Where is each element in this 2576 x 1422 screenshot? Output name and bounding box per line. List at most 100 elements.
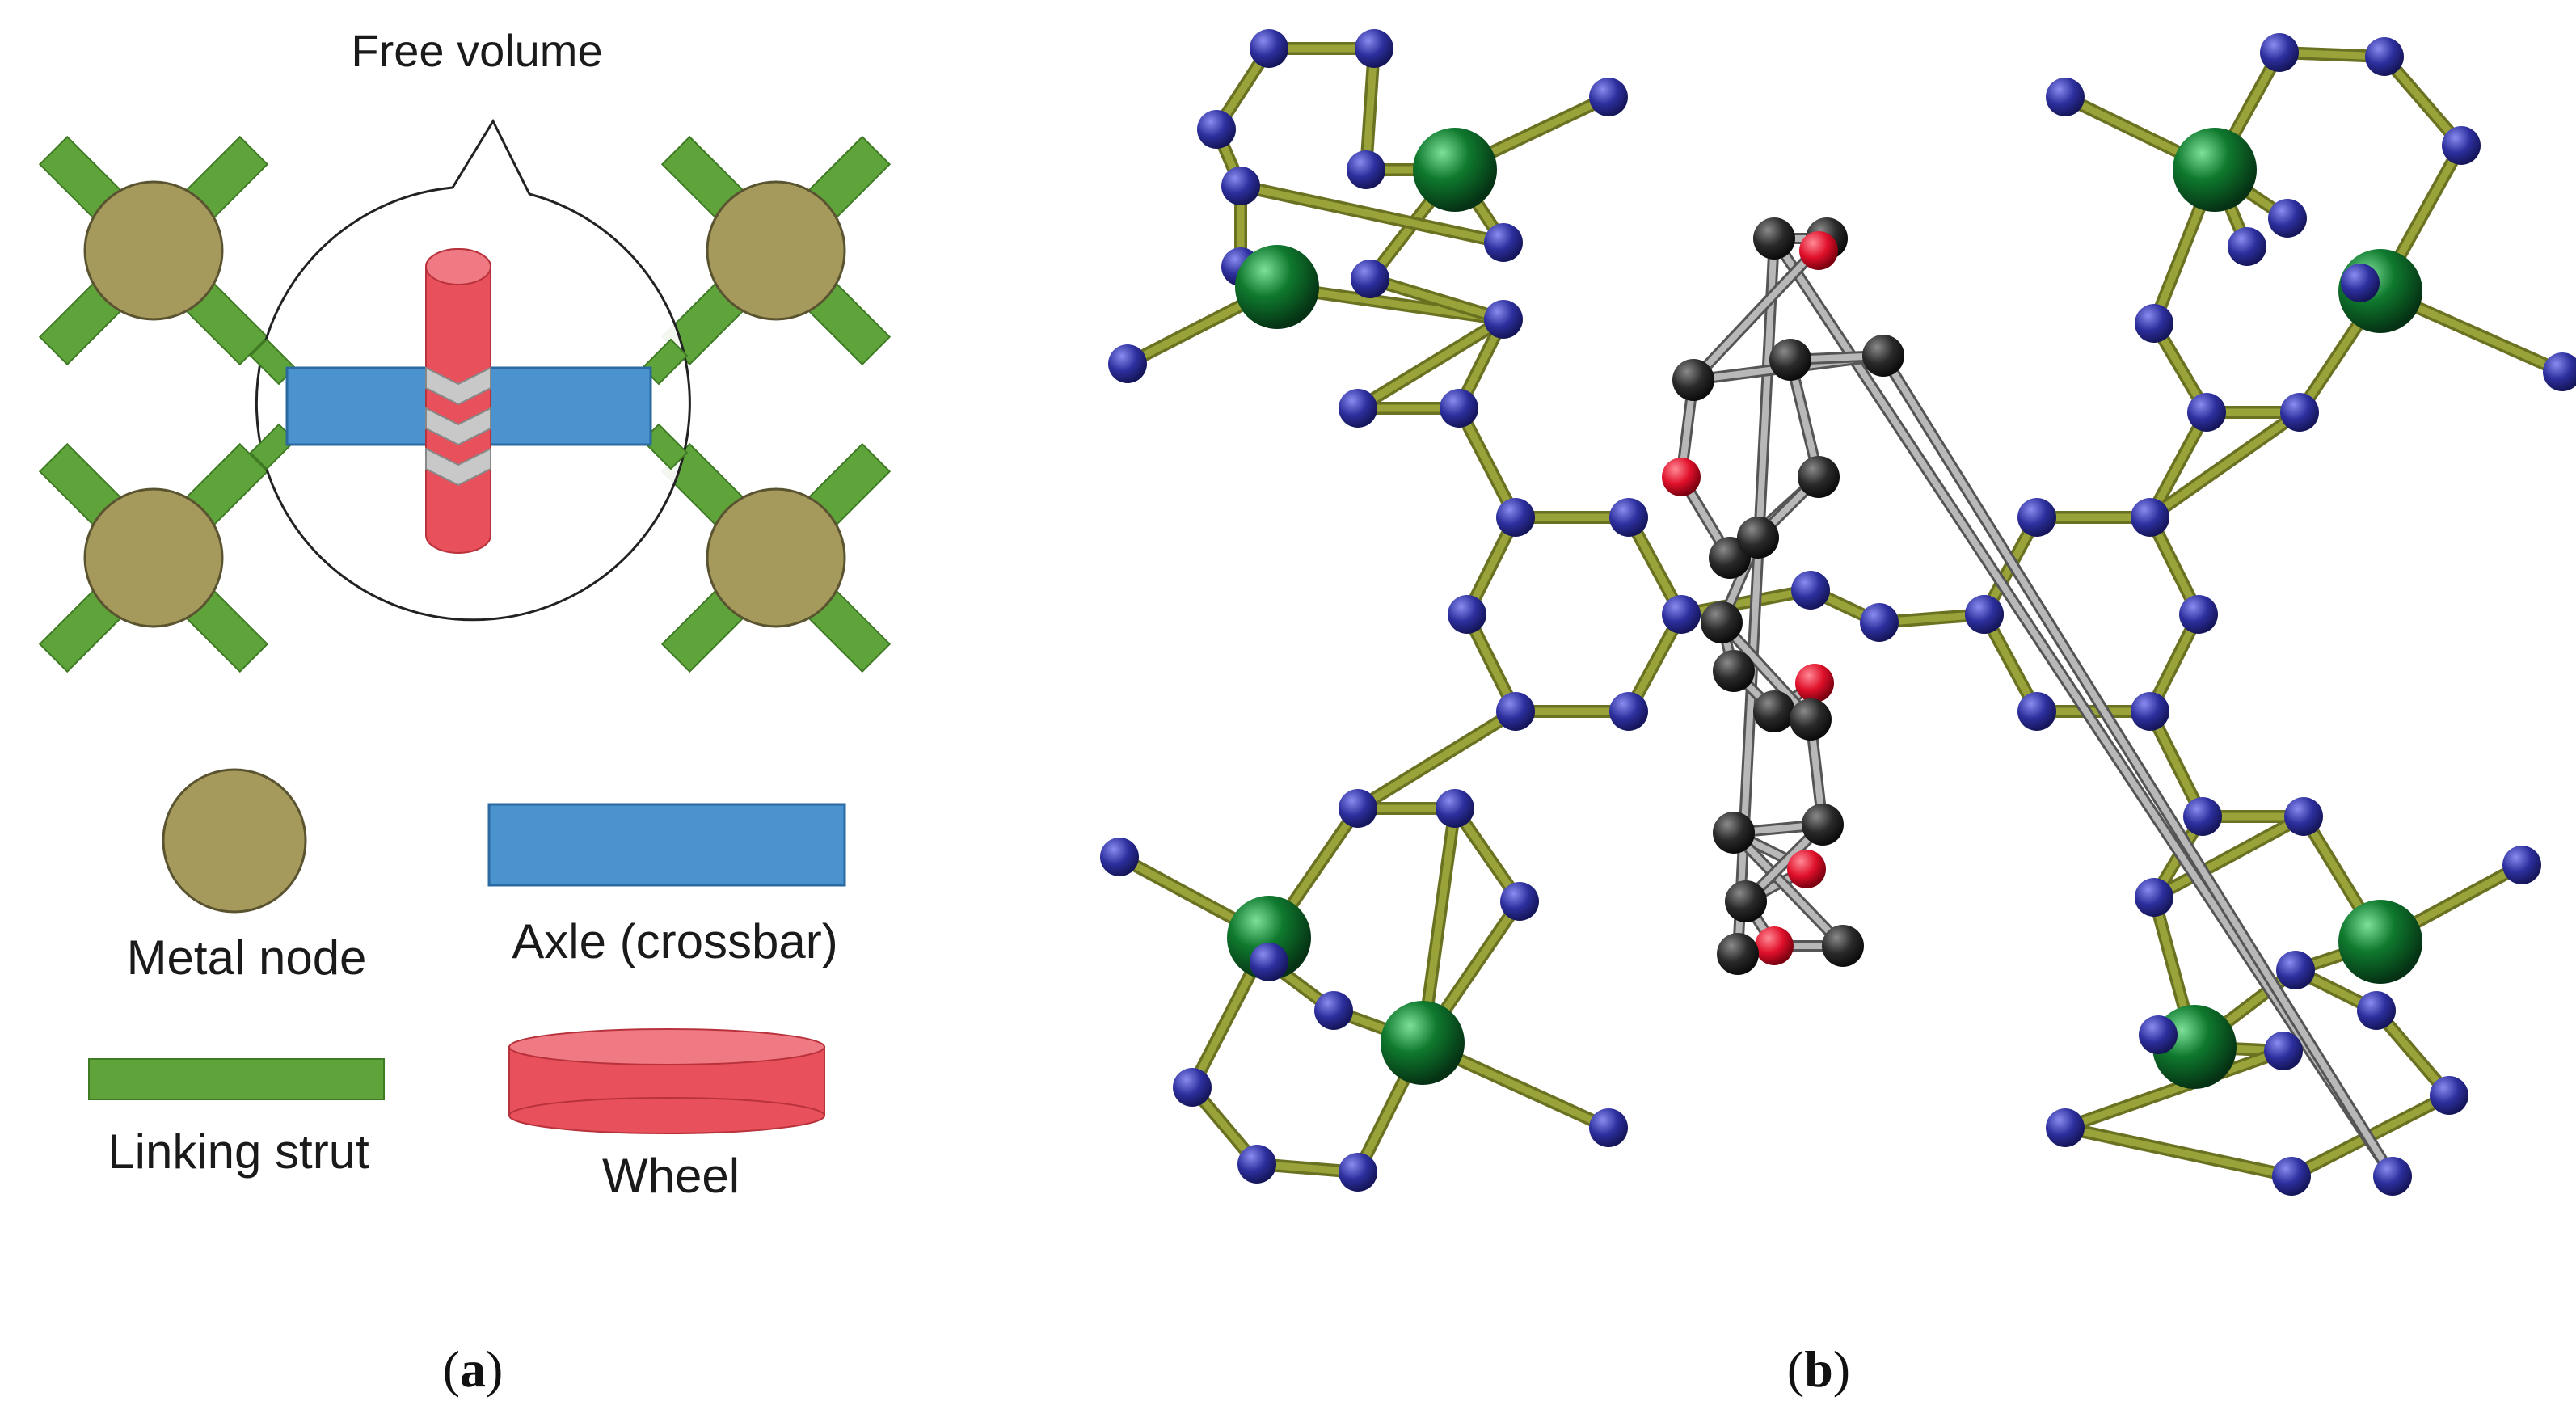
axle-right xyxy=(483,366,652,446)
nitrogen-atom xyxy=(2502,846,2541,884)
metal-atom xyxy=(1227,896,1311,980)
panel-b-label: (b) xyxy=(1787,1340,1850,1398)
carbon-atom xyxy=(1737,517,1779,559)
nitrogen-atom xyxy=(2280,393,2319,432)
nitrogen-atom xyxy=(2135,304,2173,343)
nitrogen-atom xyxy=(2373,1157,2412,1196)
nitrogen-atom xyxy=(2046,78,2085,116)
legend: Metal node Axle (crossbar) Linking strut… xyxy=(88,768,846,1203)
framework-bond xyxy=(1354,707,1520,812)
carbon-atom xyxy=(1798,456,1840,498)
framework-bond xyxy=(2146,408,2304,521)
nitrogen-atom xyxy=(1108,344,1147,383)
framework-bond xyxy=(2146,707,2207,821)
nitrogen-atom xyxy=(1250,29,1288,68)
framework-bond xyxy=(1237,182,1507,247)
nitrogen-atom xyxy=(2135,878,2173,917)
nitrogen-atom xyxy=(1860,603,1899,642)
oxygen-atom xyxy=(1795,664,1834,703)
nitrogen-atom xyxy=(1484,223,1523,262)
oxygen-atom xyxy=(1787,850,1826,888)
nitrogen-atom xyxy=(1662,595,1701,634)
nitrogen-atom xyxy=(1609,692,1648,731)
nitrogen-atom xyxy=(2430,1076,2468,1115)
metal-atom xyxy=(1381,1001,1465,1085)
nitrogen-atom xyxy=(2260,33,2299,72)
strut-inner xyxy=(249,423,297,470)
nitrogen-atom xyxy=(1250,943,1288,981)
framework-bond xyxy=(1677,586,1815,618)
nitrogen-atom xyxy=(2017,498,2056,537)
nitrogen-atom xyxy=(1589,1108,1628,1147)
rotor-bond xyxy=(1718,619,1814,723)
oxygen-atom xyxy=(1799,231,1838,270)
framework-bond xyxy=(2146,408,2211,521)
nitrogen-atom xyxy=(2131,692,2169,731)
legend-metal-node-swatch xyxy=(162,768,307,914)
nitrogen-atom xyxy=(1355,29,1393,68)
carbon-atom xyxy=(1725,880,1767,922)
nitrogen-atom xyxy=(1221,167,1260,205)
legend-wheel-swatch xyxy=(508,1028,825,1134)
nitrogen-atom xyxy=(1440,389,1478,428)
nitrogen-atom xyxy=(2365,37,2404,76)
legend-axle-label: Axle (crossbar) xyxy=(512,914,837,968)
nitrogen-atom xyxy=(1173,1068,1212,1107)
framework-bond xyxy=(1362,44,1378,174)
nitrogen-atom xyxy=(1496,692,1535,731)
nitrogen-atom xyxy=(1339,389,1377,428)
rotor-bond xyxy=(1880,352,2396,1179)
carbon-atom xyxy=(1790,698,1832,741)
metal-node xyxy=(706,180,846,321)
rotor-bond xyxy=(1731,829,1846,949)
framework-bond xyxy=(1354,315,1507,412)
strut-inner xyxy=(249,338,297,386)
nitrogen-atom xyxy=(1339,1153,1377,1192)
nitrogen-atom xyxy=(1347,150,1385,189)
nitrogen-atom xyxy=(1448,595,1486,634)
framework-bond xyxy=(2380,53,2465,150)
nitrogen-atom xyxy=(1197,110,1236,149)
chevron-icon xyxy=(425,366,491,406)
metal-node xyxy=(706,487,846,628)
nitrogen-atom xyxy=(1609,498,1648,537)
metal-atom xyxy=(1235,245,1319,329)
nitrogen-atom xyxy=(1351,260,1389,298)
carbon-atom xyxy=(1701,601,1743,643)
nitrogen-atom xyxy=(2264,1032,2303,1070)
legend-strut-swatch xyxy=(88,1058,385,1100)
carbon-atom xyxy=(1713,650,1755,692)
nitrogen-atom xyxy=(1100,838,1139,876)
carbon-atom xyxy=(1717,933,1759,975)
nitrogen-atom xyxy=(1496,498,1535,537)
nitrogen-atom xyxy=(2131,498,2169,537)
legend-metal-node-label: Metal node xyxy=(127,930,367,985)
nitrogen-atom xyxy=(2442,126,2481,165)
nitrogen-atom xyxy=(2046,1108,2085,1147)
nitrogen-atom xyxy=(1589,78,1628,116)
nitrogen-atom xyxy=(1436,789,1474,828)
axle-left xyxy=(285,366,430,446)
nitrogen-atom xyxy=(1484,300,1523,339)
carbon-atom xyxy=(1713,812,1755,854)
nitrogen-atom xyxy=(1237,1145,1276,1184)
carbon-atom xyxy=(1753,217,1795,260)
nitrogen-atom xyxy=(2228,227,2266,266)
wheel xyxy=(425,248,491,554)
nitrogen-atom xyxy=(1314,991,1353,1030)
nitrogen-atom xyxy=(2179,595,2218,634)
legend-axle-swatch xyxy=(487,803,846,887)
framework-bond xyxy=(2150,812,2308,901)
framework-bond xyxy=(1366,275,1507,323)
nitrogen-atom xyxy=(2284,797,2323,836)
carbon-atom xyxy=(1822,925,1864,967)
metal-node xyxy=(83,487,224,628)
metal-atom xyxy=(1413,128,1497,212)
oxygen-atom xyxy=(1755,926,1794,965)
nitrogen-atom xyxy=(2341,264,2380,302)
nitrogen-atom xyxy=(1965,595,2004,634)
nitrogen-atom xyxy=(2139,1015,2178,1054)
chevron-icon xyxy=(425,407,491,446)
nitrogen-atom xyxy=(1791,571,1830,610)
metal-atom xyxy=(2338,900,2422,984)
